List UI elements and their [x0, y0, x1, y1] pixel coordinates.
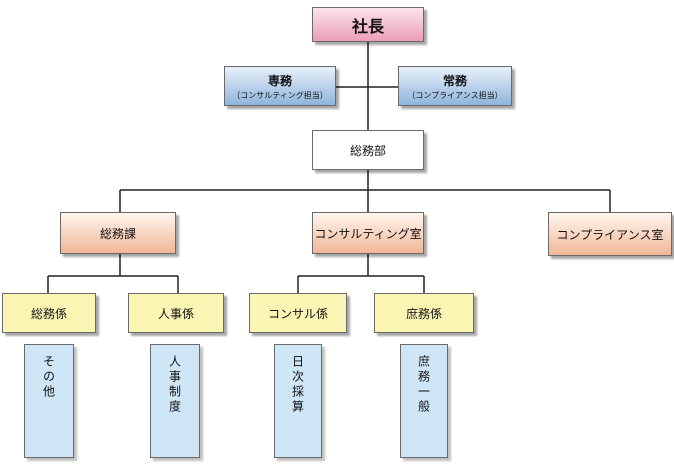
duty-other-box: その他 [24, 344, 74, 458]
section-consulting-box: コンサルティング室 [312, 212, 424, 254]
section-compliance-label: コンプライアンス室 [556, 227, 664, 242]
duty-store-general-box: 庶務一般 [400, 344, 448, 458]
unit-consult-label: コンサル係 [267, 306, 328, 321]
duty-daily-accounting-box: 日次採算 [274, 344, 322, 458]
section-consulting-label: コンサルティング室 [314, 226, 422, 241]
unit-general-label: 総務係 [30, 306, 67, 321]
section-general-affairs-label: 総務課 [99, 226, 136, 241]
exec-consulting-box: 専務 （コンサルティング担当） [224, 66, 336, 106]
exec-consulting-note: （コンサルティング担当） [232, 90, 328, 100]
duty-other-label: その他 [41, 355, 56, 400]
unit-store-label: 庶務係 [405, 306, 442, 321]
general-affairs-dept-box: 総務部 [312, 130, 424, 170]
exec-consulting-title: 専務 [267, 73, 292, 88]
general-affairs-dept-label: 総務部 [349, 143, 386, 158]
exec-compliance-note: （コンプライアンス担当） [407, 90, 503, 100]
duty-hr-system-box: 人事制度 [150, 344, 200, 458]
exec-compliance-title: 常務 [442, 73, 467, 88]
president-label: 社長 [351, 16, 384, 36]
unit-store-box: 庶務係 [374, 293, 474, 333]
president-box: 社長 [312, 7, 424, 42]
duty-hr-system-label: 人事制度 [167, 355, 182, 415]
exec-compliance-box: 常務 （コンプライアンス担当） [398, 66, 512, 106]
duty-store-general-label: 庶務一般 [416, 355, 431, 415]
unit-hr-box: 人事係 [128, 293, 224, 333]
section-general-affairs-box: 総務課 [60, 212, 176, 254]
unit-hr-label: 人事係 [157, 306, 194, 321]
unit-consult-box: コンサル係 [249, 293, 347, 333]
section-compliance-box: コンプライアンス室 [548, 212, 672, 256]
unit-general-box: 総務係 [2, 293, 96, 333]
duty-daily-accounting-label: 日次採算 [290, 355, 305, 415]
